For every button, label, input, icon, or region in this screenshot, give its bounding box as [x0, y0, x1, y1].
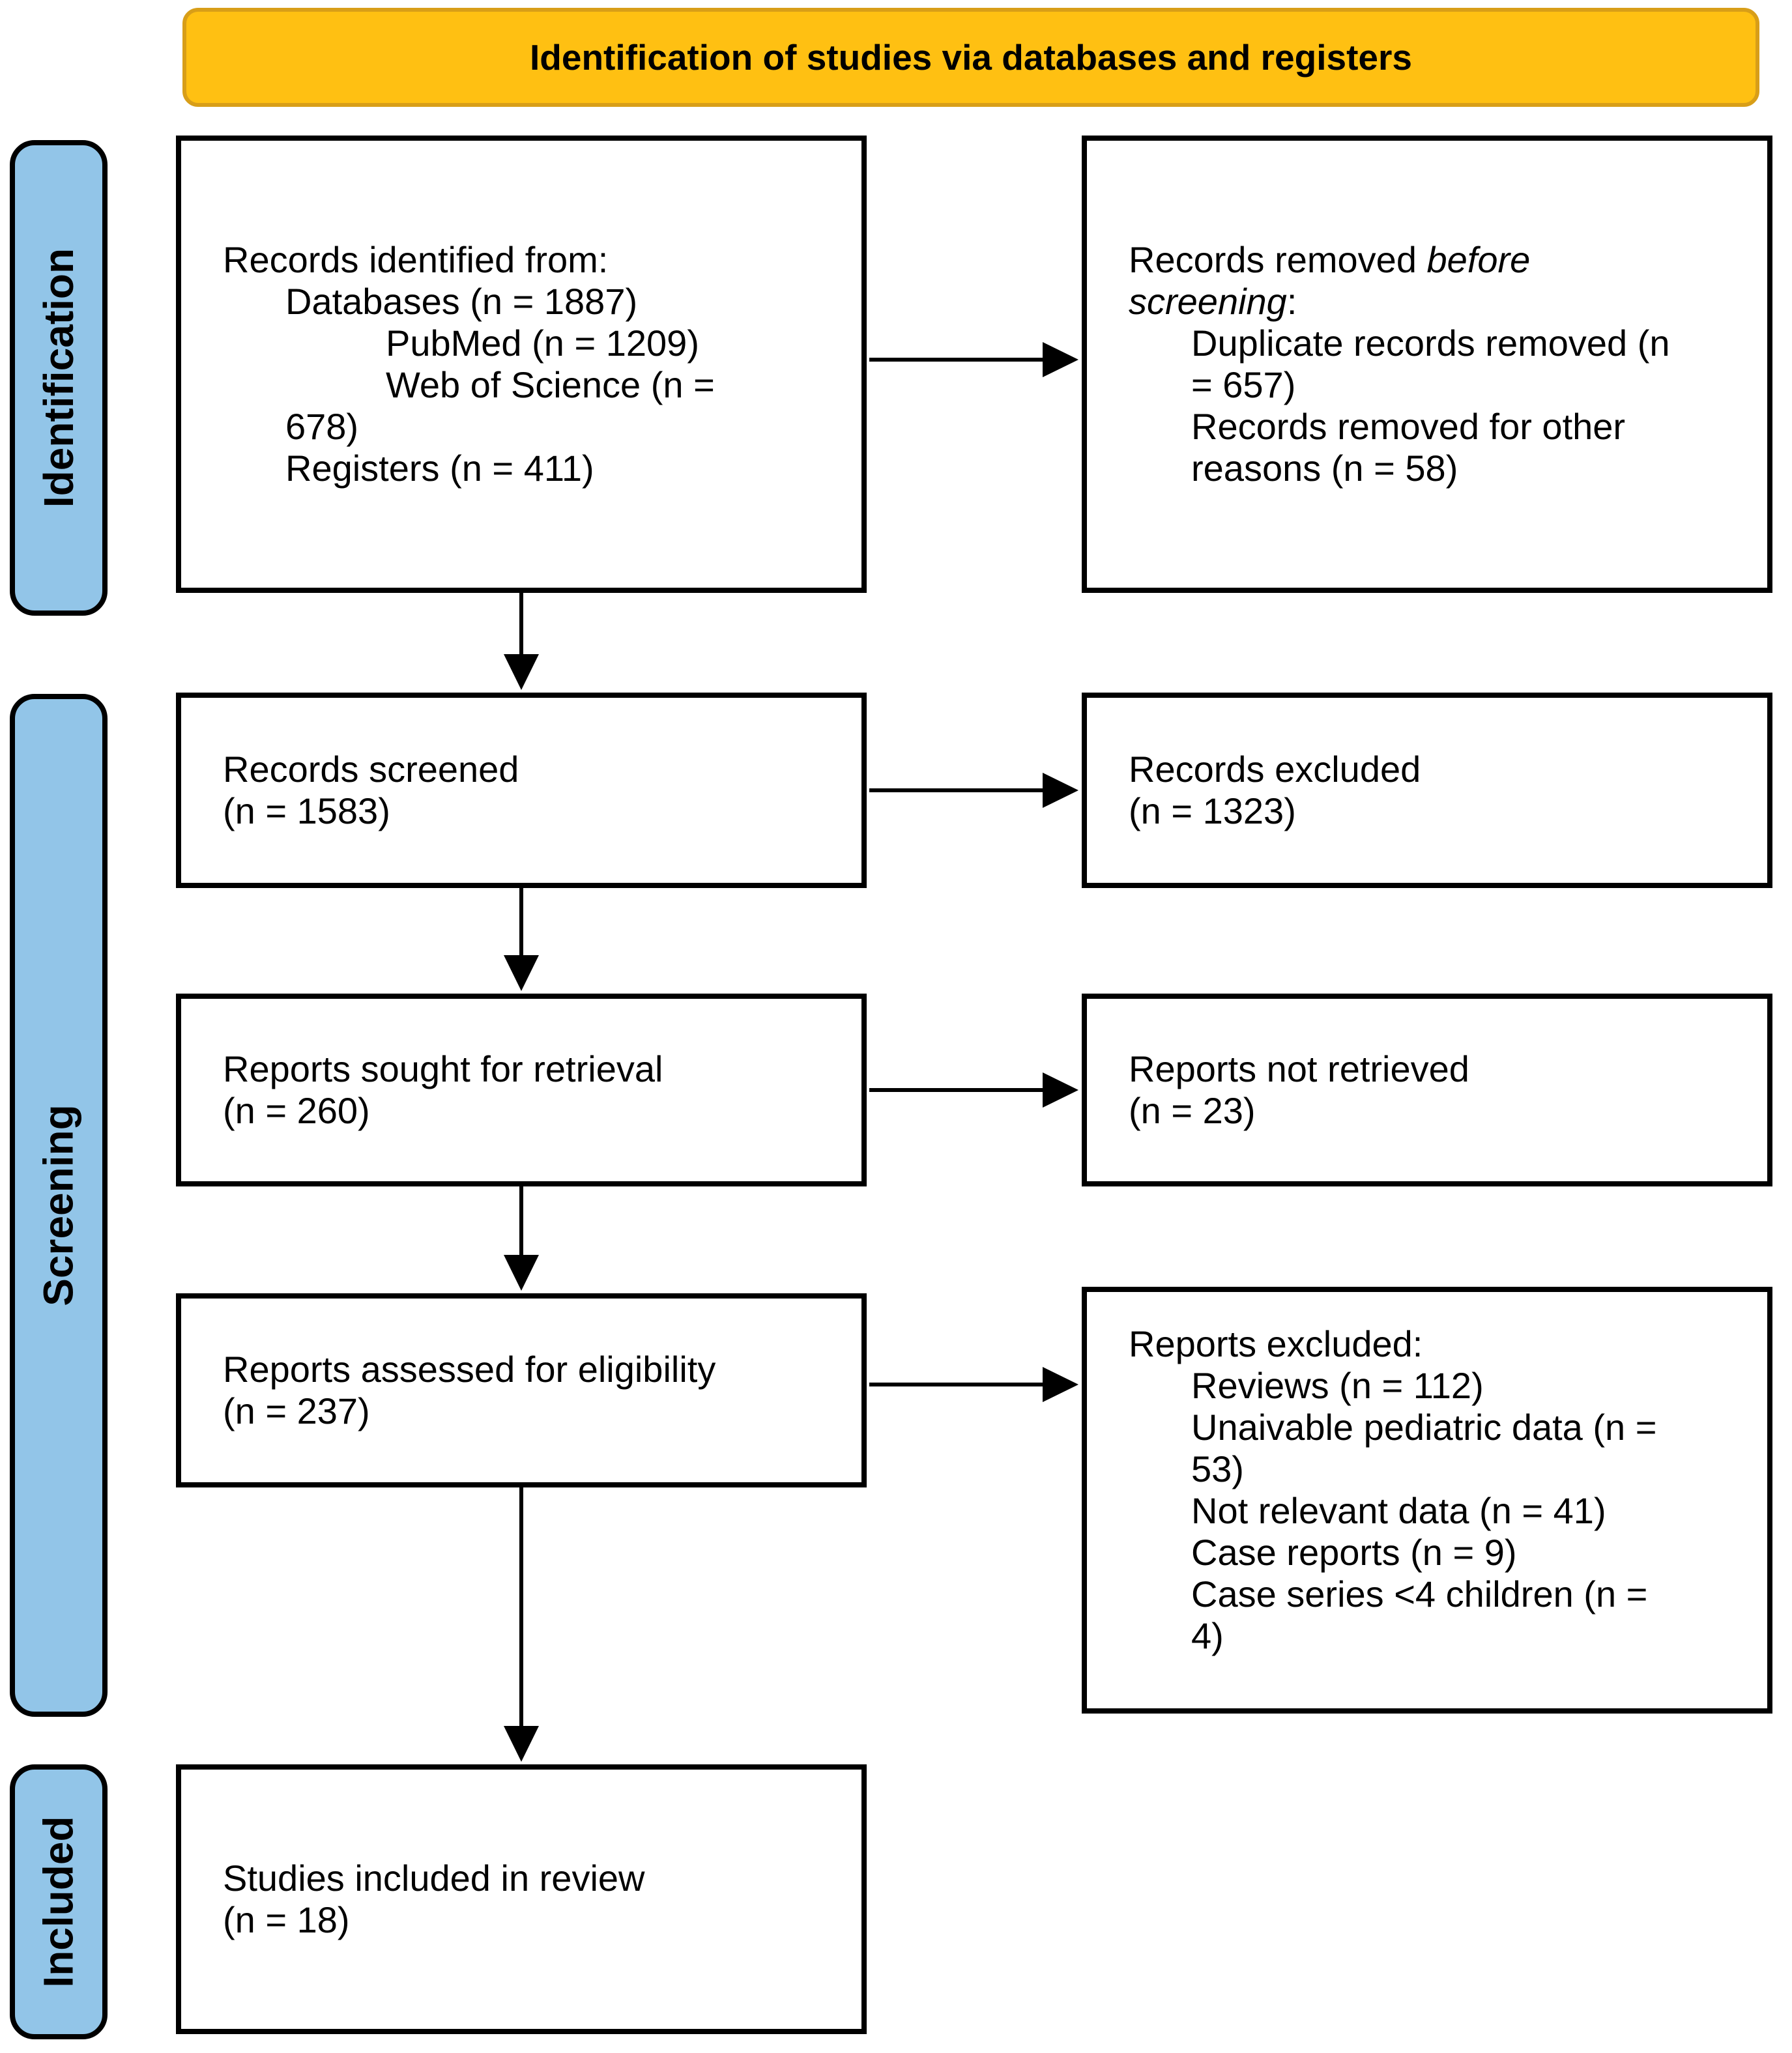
- text-segment: :: [1286, 281, 1297, 322]
- text-line: (n = 237): [223, 1390, 838, 1432]
- banner-identification-of-studies: Identification of studies via databases …: [182, 8, 1759, 107]
- text-segment: Records removed for other: [1191, 406, 1626, 447]
- arrow-right-icon: [1043, 1367, 1078, 1402]
- text-line: = 657): [1191, 364, 1744, 406]
- arrow-line: [869, 1088, 1045, 1092]
- text-segment: (n = 260): [223, 1090, 370, 1131]
- text-segment: Duplicate records removed (n: [1191, 323, 1670, 364]
- text-segment: Reports sought for retrieval: [223, 1048, 663, 1089]
- box-records-excluded: Records excluded(n = 1323): [1082, 693, 1772, 888]
- text-segment: (n = 1323): [1129, 790, 1296, 831]
- text-line: (n = 1583): [223, 790, 838, 832]
- banner-title: Identification of studies via databases …: [530, 37, 1412, 78]
- text-line: Registers (n = 411): [285, 448, 838, 489]
- text-segment: Reports not retrieved: [1129, 1048, 1469, 1089]
- arrow-line: [869, 788, 1045, 792]
- arrow-line: [519, 887, 523, 956]
- text-segment: Databases (n = 1887): [285, 281, 638, 322]
- text-line: PubMed (n = 1209): [386, 323, 838, 364]
- text-line: Studies included in review: [223, 1858, 838, 1899]
- text-line: Reports excluded:: [1129, 1323, 1744, 1365]
- text-segment: Records removed: [1129, 239, 1427, 280]
- text-line: Databases (n = 1887): [285, 281, 838, 323]
- arrow-right-icon: [1043, 773, 1078, 808]
- text-line: Duplicate records removed (n: [1191, 323, 1744, 364]
- text-line: (n = 260): [223, 1090, 838, 1132]
- text-segment: Records screened: [223, 749, 519, 790]
- phase-label-identification-text: Identification: [35, 248, 82, 508]
- text-line: (n = 18): [223, 1899, 838, 1941]
- text-segment: Web of Science (n =: [386, 364, 715, 405]
- text-segment: (n = 18): [223, 1899, 350, 1940]
- text-segment: 53): [1191, 1448, 1244, 1489]
- text-segment: Not relevant data (n = 41): [1191, 1490, 1606, 1531]
- text-line: Reports not retrieved: [1129, 1048, 1744, 1090]
- text-line: Records excluded: [1129, 749, 1744, 790]
- text-line: Case series <4 children (n =: [1191, 1573, 1744, 1615]
- text-line: Reviews (n = 112): [1191, 1365, 1744, 1407]
- text-segment: Case reports (n = 9): [1191, 1532, 1517, 1573]
- box-reports-assessed: Reports assessed for eligibility(n = 237…: [176, 1293, 867, 1487]
- text-line: 678): [285, 406, 838, 448]
- text-line: (n = 23): [1129, 1090, 1744, 1132]
- text-segment: Records identified from:: [223, 239, 609, 280]
- text-line: Case reports (n = 9): [1191, 1532, 1744, 1573]
- text-segment: Case series <4 children (n =: [1191, 1573, 1648, 1615]
- arrow-line: [869, 358, 1045, 362]
- text-line: Not relevant data (n = 41): [1191, 1490, 1744, 1532]
- text-line: 53): [1191, 1448, 1744, 1490]
- text-line: Records identified from:: [223, 239, 838, 281]
- arrow-down-icon: [504, 1255, 539, 1291]
- text-segment: PubMed (n = 1209): [386, 323, 699, 364]
- text-segment: Reports excluded:: [1129, 1323, 1423, 1364]
- text-line: Web of Science (n =: [386, 364, 838, 406]
- box-reports-sought: Reports sought for retrieval(n = 260): [176, 994, 867, 1186]
- phase-label-screening: Screening: [10, 694, 108, 1717]
- text-segment: before: [1426, 239, 1531, 280]
- text-line: screening:: [1129, 281, 1744, 323]
- text-segment: Records excluded: [1129, 749, 1421, 790]
- text-segment: (n = 237): [223, 1390, 370, 1431]
- text-line: Records screened: [223, 749, 838, 790]
- text-segment: = 657): [1191, 364, 1296, 405]
- phase-label-screening-text: Screening: [35, 1104, 82, 1306]
- arrow-line: [519, 1487, 523, 1727]
- text-segment: Reports assessed for eligibility: [223, 1349, 716, 1390]
- text-segment: screening: [1129, 281, 1287, 322]
- text-line: (n = 1323): [1129, 790, 1744, 832]
- arrow-right-icon: [1043, 1072, 1078, 1108]
- box-records-identified: Records identified from:Databases (n = 1…: [176, 136, 867, 593]
- box-reports-not-retrieved: Reports not retrieved(n = 23): [1082, 994, 1772, 1186]
- text-segment: 4): [1191, 1615, 1224, 1656]
- text-line: Records removed for other: [1191, 406, 1744, 448]
- phase-label-included: Included: [10, 1764, 108, 2039]
- arrow-down-icon: [504, 654, 539, 690]
- text-segment: 678): [285, 406, 359, 447]
- box-reports-excluded: Reports excluded:Reviews (n = 112)Unaiva…: [1082, 1287, 1772, 1714]
- phase-label-identification: Identification: [10, 140, 108, 616]
- text-line: Unaivable pediatric data (n =: [1191, 1407, 1744, 1448]
- text-line: reasons (n = 58): [1191, 448, 1744, 489]
- text-segment: Unaivable pediatric data (n =: [1191, 1407, 1657, 1448]
- text-segment: (n = 1583): [223, 790, 390, 831]
- box-studies-included: Studies included in review(n = 18): [176, 1764, 867, 2034]
- text-line: 4): [1191, 1615, 1744, 1657]
- arrow-line: [519, 1186, 523, 1256]
- arrow-line: [869, 1383, 1045, 1386]
- text-line: Reports sought for retrieval: [223, 1048, 838, 1090]
- phase-label-included-text: Included: [35, 1816, 82, 1988]
- text-segment: (n = 23): [1129, 1090, 1256, 1131]
- arrow-line: [519, 593, 523, 658]
- arrow-down-icon: [504, 955, 539, 991]
- text-segment: Registers (n = 411): [285, 448, 594, 489]
- text-segment: Reviews (n = 112): [1191, 1365, 1484, 1406]
- box-records-screened: Records screened(n = 1583): [176, 693, 867, 888]
- text-line: Reports assessed for eligibility: [223, 1349, 838, 1390]
- arrow-down-icon: [504, 1726, 539, 1762]
- arrow-right-icon: [1043, 342, 1078, 377]
- text-segment: reasons (n = 58): [1191, 448, 1458, 489]
- text-line: Records removed before: [1129, 239, 1744, 281]
- text-segment: Studies included in review: [223, 1858, 645, 1899]
